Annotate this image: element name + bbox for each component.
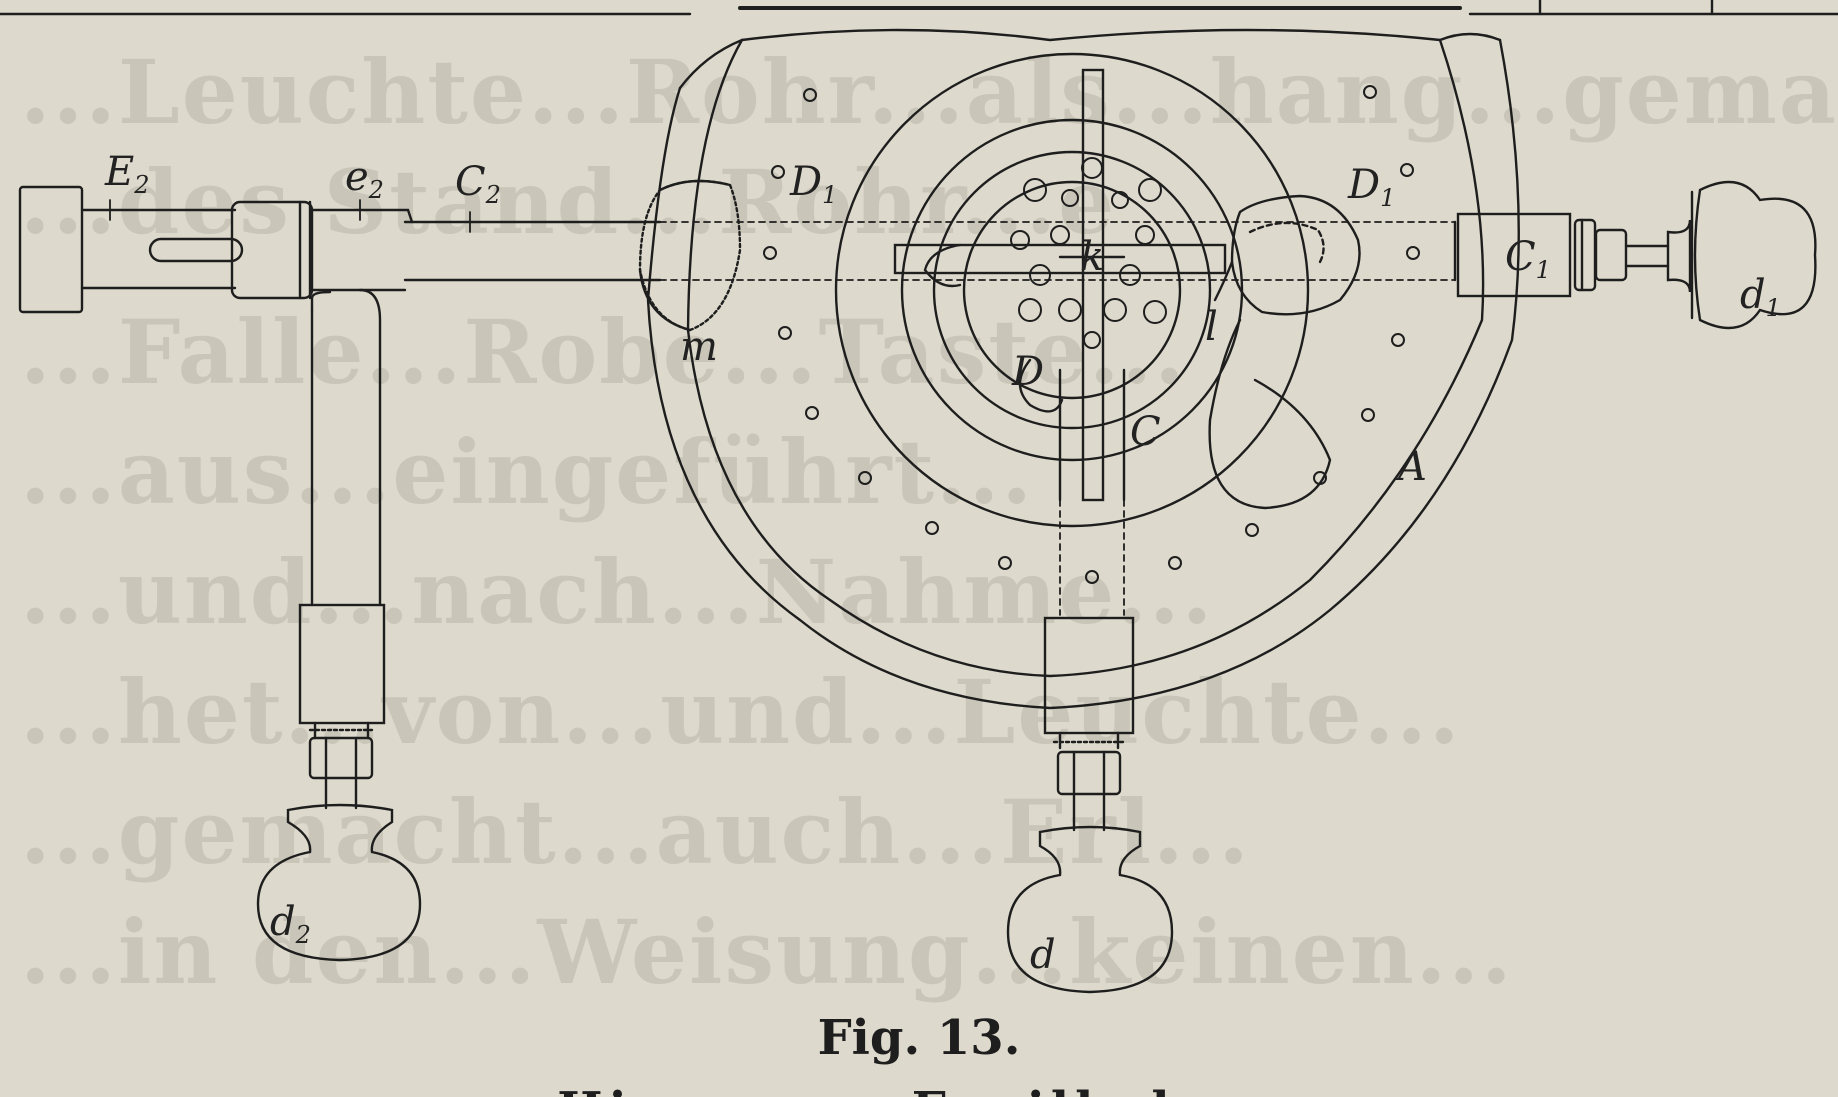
label-m: m xyxy=(680,324,718,370)
label-d1-knob: d1 xyxy=(1740,272,1781,322)
figure-caption: Fig. 13. xyxy=(817,1010,1021,1066)
cross-spreader-k xyxy=(893,68,1227,502)
label-d2-knob: d2 xyxy=(270,899,311,949)
part-labels: E2 e2 C2 D1 D1 k l m D C A C1 d1 d2 d xyxy=(104,149,1781,978)
left-arm-assembly xyxy=(18,185,662,962)
label-l: l xyxy=(1205,304,1218,350)
collar-c1 xyxy=(1456,212,1572,298)
label-e2-lower: e2 xyxy=(345,154,384,204)
caption-cutoff-line: Hi... - ... - Feuilleda... xyxy=(0,1082,1838,1097)
label-a: A xyxy=(1394,444,1427,490)
collar-e2 xyxy=(230,200,314,300)
valve-l xyxy=(1208,194,1361,510)
ball-m xyxy=(638,179,742,332)
lower-sleeve-center xyxy=(1043,616,1135,735)
axis-lines xyxy=(659,221,1456,616)
arm-end-cap xyxy=(18,185,84,314)
label-e2-upper: E2 xyxy=(104,149,149,199)
lower-lobe xyxy=(1018,358,1064,413)
inner-ring xyxy=(834,52,1310,528)
right-arm-c1 xyxy=(1453,180,1817,330)
label-c2: C2 xyxy=(455,159,501,209)
label-leaders xyxy=(109,199,471,233)
top-rule xyxy=(0,0,1838,16)
label-c1: C1 xyxy=(1505,234,1551,284)
knob-d2 xyxy=(256,803,422,962)
burner-plate xyxy=(962,180,1182,400)
label-d-inner: D xyxy=(1011,349,1044,395)
label-c: C xyxy=(1130,409,1161,455)
label-k: k xyxy=(1080,234,1104,280)
nut-left xyxy=(308,736,374,780)
bottom-stem-c xyxy=(1006,368,1174,994)
knob-d xyxy=(1006,825,1174,994)
label-d1-left: D1 xyxy=(789,159,837,209)
left-lobe xyxy=(923,243,962,288)
lower-sleeve-left xyxy=(298,603,386,725)
knob-d1 xyxy=(1693,180,1817,330)
label-d1-right: D1 xyxy=(1347,162,1395,212)
nut-center xyxy=(1056,750,1122,796)
label-d-knob: d xyxy=(1030,932,1056,978)
rim-holes xyxy=(763,85,1420,584)
